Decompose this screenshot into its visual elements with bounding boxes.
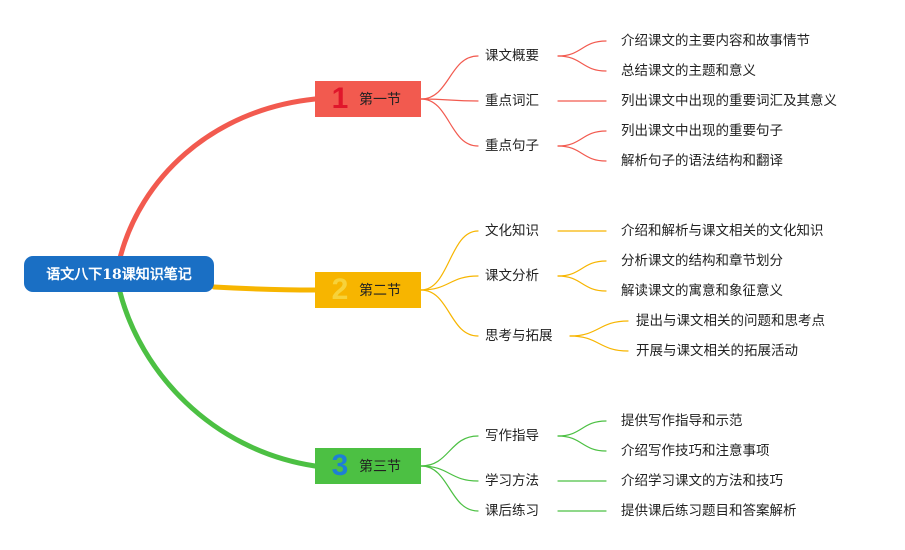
section-label: 第一节 — [359, 92, 401, 108]
topic-to-detail-connector — [557, 420, 607, 437]
section-to-topic-connector — [420, 230, 479, 291]
main-branch-1 — [117, 96, 318, 261]
detail-leaf: 分析课文的结构和章节划分 — [621, 253, 783, 269]
root-title: 语文八下18课知识笔记 — [46, 267, 192, 283]
topic-node: 文化知识 — [485, 223, 539, 239]
detail-leaf: 提供课后练习题目和答案解析 — [621, 503, 797, 519]
detail-leaf: 提供写作指导和示范 — [621, 413, 743, 429]
topic-node: 课文分析 — [485, 268, 539, 284]
topic-node: 重点词汇 — [485, 93, 539, 109]
root-node: 语文八下18课知识笔记 — [24, 256, 214, 292]
detail-leaf: 开展与课文相关的拓展活动 — [636, 343, 798, 359]
topic-node: 重点句子 — [485, 138, 539, 154]
section-number: 1 — [331, 82, 349, 115]
topic-to-detail-connector — [557, 130, 607, 147]
topic-node: 思考与拓展 — [485, 328, 553, 344]
section-label: 第三节 — [359, 459, 401, 475]
topic-to-detail-connector — [557, 275, 607, 292]
topic-to-detail-connector — [557, 145, 607, 162]
detail-leaf: 介绍学习课文的方法和技巧 — [621, 473, 783, 489]
section-to-topic-connector — [420, 98, 479, 102]
section-number: 2 — [331, 273, 349, 306]
detail-leaf: 列出课文中出现的重要词汇及其意义 — [621, 93, 837, 109]
section-node-2: 2 第二节 — [315, 272, 421, 308]
topic-to-detail-connector — [557, 260, 607, 277]
section-to-topic-connector — [420, 289, 479, 337]
section-node-3: 3 第三节 — [315, 448, 421, 484]
topic-to-detail-connector — [569, 335, 629, 352]
section-number: 3 — [331, 449, 349, 482]
section-to-topic-connector — [420, 55, 479, 100]
detail-leaf: 提出与课文相关的问题和思考点 — [636, 313, 825, 329]
main-branch-2 — [211, 284, 318, 293]
detail-leaf: 总结课文的主题和意义 — [621, 63, 756, 79]
topic-node: 课文概要 — [485, 48, 539, 64]
detail-leaf: 解析句子的语法结构和翻译 — [621, 153, 783, 169]
topic-to-detail-connector — [569, 320, 629, 337]
main-branch-3 — [117, 289, 318, 469]
topic-node: 写作指导 — [485, 428, 539, 444]
section-node-1: 1 第一节 — [315, 81, 421, 117]
topic-to-detail-connector — [557, 55, 607, 72]
section-to-topic-connector — [420, 465, 479, 482]
section-to-topic-connector — [420, 98, 479, 147]
topic-to-detail-connector — [557, 40, 607, 57]
section-to-topic-connector — [420, 275, 479, 291]
detail-leaf: 介绍写作技巧和注意事项 — [621, 443, 770, 459]
topic-node: 学习方法 — [485, 473, 539, 489]
detail-leaf: 介绍课文的主要内容和故事情节 — [621, 33, 810, 49]
section-to-topic-connector — [420, 435, 479, 467]
topic-node: 课后练习 — [485, 503, 539, 519]
section-to-topic-connector — [420, 465, 479, 512]
section-label: 第二节 — [359, 283, 401, 299]
detail-leaf: 解读课文的寓意和象征意义 — [621, 283, 783, 299]
detail-leaf: 介绍和解析与课文相关的文化知识 — [621, 223, 824, 239]
detail-leaf: 列出课文中出现的重要句子 — [621, 123, 783, 139]
topic-to-detail-connector — [557, 435, 607, 452]
